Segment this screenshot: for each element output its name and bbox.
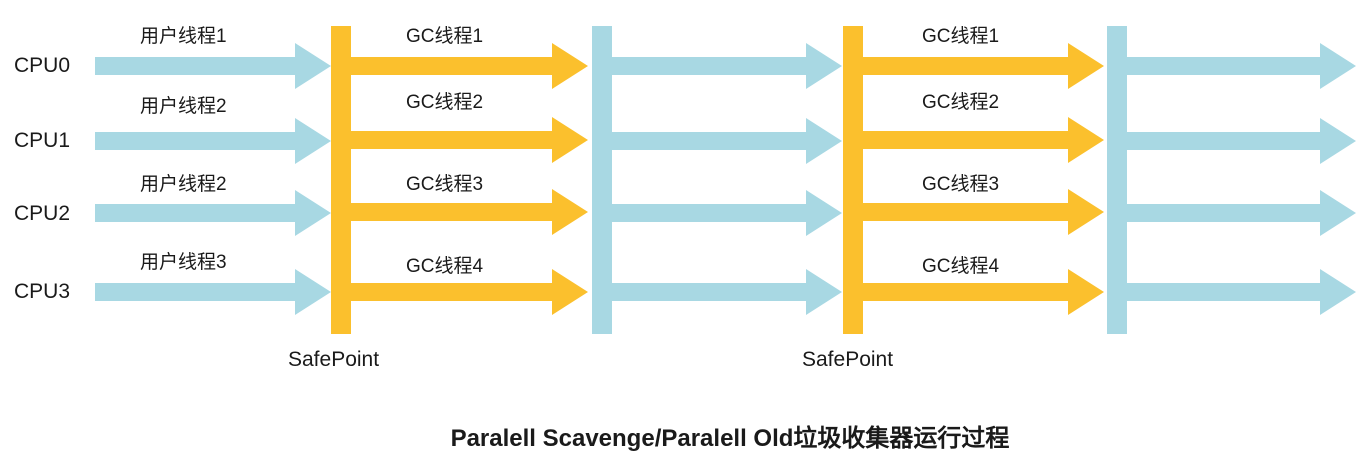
diagram-title: Paralell Scavenge/Paralell Old垃圾收集器运行过程: [451, 424, 1010, 452]
user-thread-arrow-1: [95, 118, 331, 164]
gc1-thread-arrow-3: [351, 269, 588, 315]
user-thread-arrow-3: [95, 269, 331, 315]
cpu2-label: CPU2: [14, 202, 70, 225]
gc2-thread-arrow-1: [863, 117, 1104, 163]
user-thread-arrow-end-1: [1127, 118, 1356, 164]
gc2-thread-arrow-3: [863, 269, 1104, 315]
gc1-thread-arrow-2: [351, 189, 588, 235]
cpu1-label: CPU1: [14, 129, 70, 152]
cpu3-label: CPU3: [14, 280, 70, 303]
user-thread-arrow-mid-3: [612, 269, 842, 315]
gc2-thread-arrow-2: [863, 189, 1104, 235]
gc1-thread-label-2: GC线程3: [406, 173, 483, 195]
resume-bar-2: [1107, 26, 1127, 334]
user-thread-arrow-end-3: [1127, 269, 1356, 315]
gc1-thread-label-3: GC线程4: [406, 255, 484, 277]
cpu0-label: CPU0: [14, 54, 70, 77]
resume-bar-1: [592, 26, 612, 334]
user-thread-label-1: 用户线程2: [140, 95, 227, 117]
safepoint-label-1: SafePoint: [288, 348, 379, 371]
gc1-thread-label-1: GC线程2: [406, 91, 483, 113]
user-thread-arrow-mid-2: [612, 190, 842, 236]
gc1-thread-arrow-0: [351, 43, 588, 89]
user-thread-label-0: 用户线程1: [140, 25, 227, 47]
user-thread-arrow-2: [95, 190, 331, 236]
safepoint-label-2: SafePoint: [802, 348, 893, 371]
safepoint-bar-2: [843, 26, 863, 334]
gc2-thread-label-0: GC线程1: [922, 25, 999, 47]
user-thread-arrow-mid-0: [612, 43, 842, 89]
gc2-thread-label-3: GC线程4: [922, 255, 1000, 277]
gc1-thread-arrow-1: [351, 117, 588, 163]
gc2-thread-label-1: GC线程2: [922, 91, 999, 113]
user-thread-label-3: 用户线程3: [140, 251, 227, 273]
user-thread-arrow-mid-1: [612, 118, 842, 164]
user-thread-arrow-0: [95, 43, 331, 89]
safepoint-bar-1: [331, 26, 351, 334]
user-thread-arrow-end-2: [1127, 190, 1356, 236]
gc1-thread-label-0: GC线程1: [406, 25, 483, 47]
user-thread-arrow-end-0: [1127, 43, 1356, 89]
gc2-thread-label-2: GC线程3: [922, 173, 999, 195]
user-thread-label-2: 用户线程2: [140, 173, 227, 195]
gc2-thread-arrow-0: [863, 43, 1104, 89]
